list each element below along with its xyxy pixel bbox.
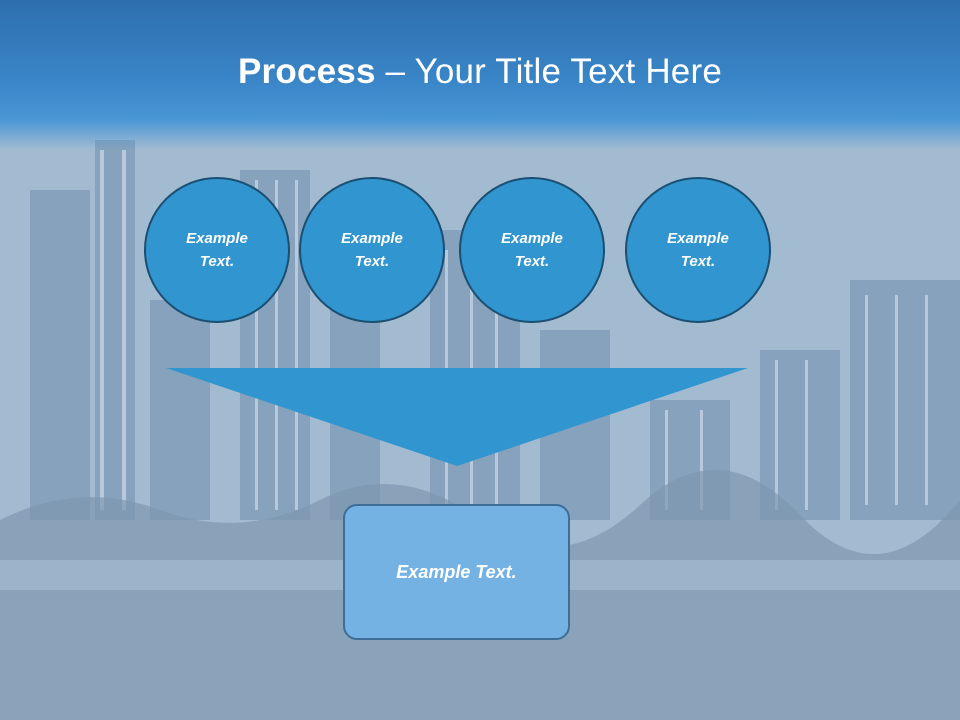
title-band	[0, 0, 960, 150]
result-box-text: Example Text.	[396, 561, 517, 582]
slide-title: Process – Your Title Text Here	[0, 52, 960, 92]
title-bold: Process	[238, 52, 376, 91]
title-rest: – Your Title Text Here	[375, 52, 722, 91]
funnel-shape	[166, 368, 748, 466]
result-box: Example Text.	[343, 504, 570, 640]
